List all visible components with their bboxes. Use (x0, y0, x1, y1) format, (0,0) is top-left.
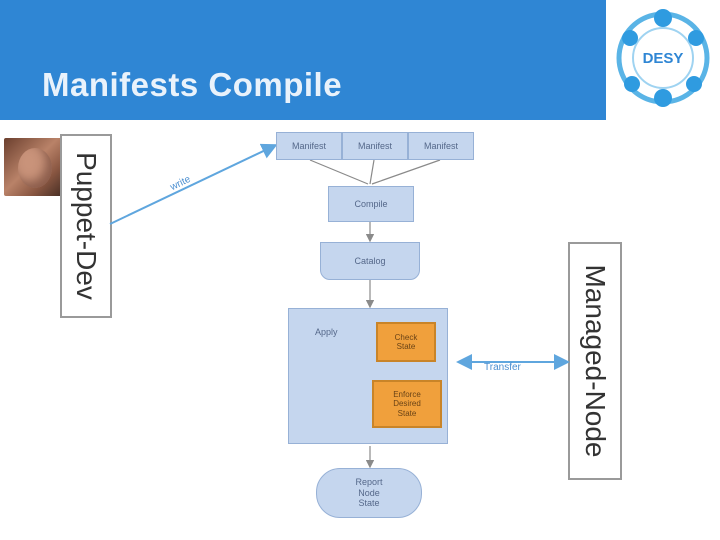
manifest-node-2: Manifest (342, 132, 408, 160)
manifest-node-3: Manifest (408, 132, 474, 160)
desy-logo: DESY (606, 0, 720, 120)
transfer-label: Transfer (484, 362, 521, 373)
apply-label: Apply (315, 327, 338, 337)
enforce-state-node: Enforce Desired State (372, 380, 442, 428)
puppet-dev-photo (4, 138, 66, 196)
desy-logo-icon: DESY (606, 0, 720, 120)
slide-title: Manifests Compile (42, 66, 342, 104)
puppet-dev-label: Puppet-Dev (70, 152, 102, 300)
catalog-node: Catalog (320, 242, 420, 280)
manifest-merge-lines (310, 160, 440, 184)
check-state-node: Check State (376, 322, 436, 362)
manifest-node-1: Manifest (276, 132, 342, 160)
face-icon (18, 148, 52, 188)
report-node: Report Node State (316, 468, 422, 518)
logo-text: DESY (643, 50, 684, 67)
write-label: write (169, 174, 193, 193)
write-arrow (110, 146, 274, 224)
managed-node-box: Managed-Node (568, 242, 622, 480)
managed-node-label: Managed-Node (579, 264, 611, 457)
compile-node: Compile (328, 186, 414, 222)
puppet-dev-box: Puppet-Dev (60, 134, 112, 318)
